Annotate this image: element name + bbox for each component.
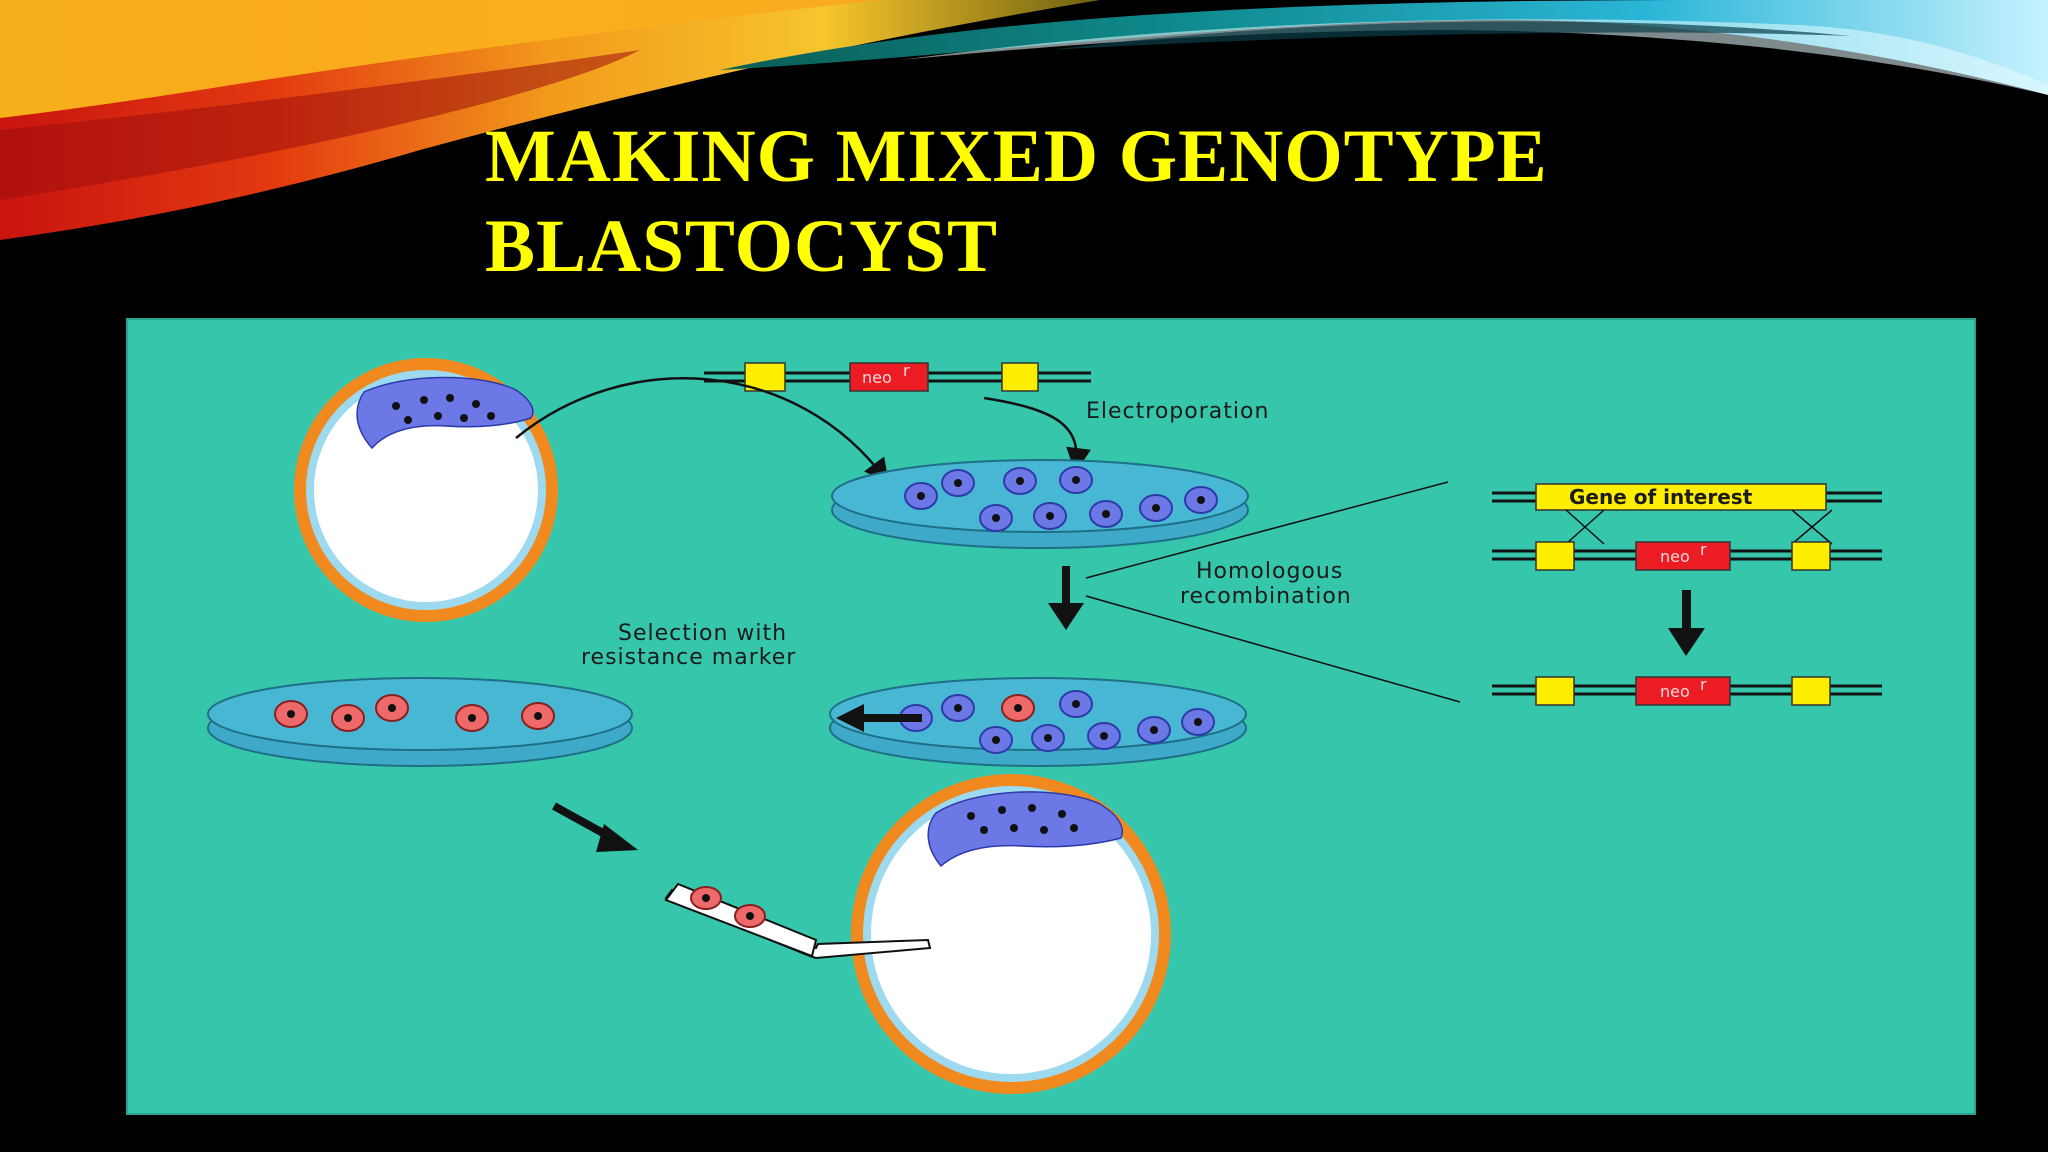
injection-arrow <box>552 802 638 852</box>
mixed-cells <box>899 690 1215 754</box>
title-line-1: MAKING MIXED GENOTYPE <box>485 115 1548 198</box>
recipient-blastocyst <box>851 774 1171 1094</box>
diagram-panel: neo r Electroporation <box>126 318 1976 1115</box>
recombination-label: recombination <box>1180 584 1352 609</box>
neo-label-mid: neo <box>1660 547 1690 566</box>
recombination-schematic: Gene of interest neo r neo r <box>1492 483 1882 706</box>
neo-superscript-bottom: r <box>1700 675 1707 694</box>
selection-label: Selection with <box>618 621 787 646</box>
title-line-2: BLASTOCYST <box>485 205 998 288</box>
left-arrow-selection <box>836 704 922 732</box>
homologous-label: Homologous <box>1196 559 1343 584</box>
gene-of-interest-box <box>1535 483 1827 511</box>
recombination-pointer-bottom <box>1085 595 1461 703</box>
neo-label-bottom: neo <box>1660 682 1690 701</box>
electroporation-label: Electroporation <box>1086 399 1269 424</box>
selected-cells <box>274 694 555 732</box>
neo-box <box>849 362 929 392</box>
es-cells <box>904 466 1218 532</box>
culture-dish-selected <box>207 677 633 767</box>
inner-cell-mass-arrow <box>515 377 889 485</box>
neo-label: neo <box>862 368 892 387</box>
micropipette <box>664 882 932 960</box>
source-blastocyst <box>294 358 558 622</box>
decorative-banner <box>0 0 2048 240</box>
culture-dish-es-cells <box>831 459 1249 549</box>
recombination-pointer-top <box>1085 481 1449 579</box>
flank-box-right <box>1001 362 1039 392</box>
neo-superscript-mid: r <box>1700 540 1707 559</box>
electroporation-arrow <box>983 396 1091 473</box>
gene-of-interest-label: Gene of interest <box>1569 485 1753 509</box>
neo-superscript: r <box>903 361 910 380</box>
resistance-marker-label: resistance marker <box>581 645 796 670</box>
targeting-vector: neo r <box>704 361 1091 392</box>
gene-targeting-diagram: neo r Electroporation <box>207 358 1882 1094</box>
slide-title: MAKING MIXED GENOTYPE BLASTOCYST <box>485 112 1548 292</box>
down-arrow-dishes <box>1048 566 1084 630</box>
culture-dish-recombined <box>829 677 1247 767</box>
